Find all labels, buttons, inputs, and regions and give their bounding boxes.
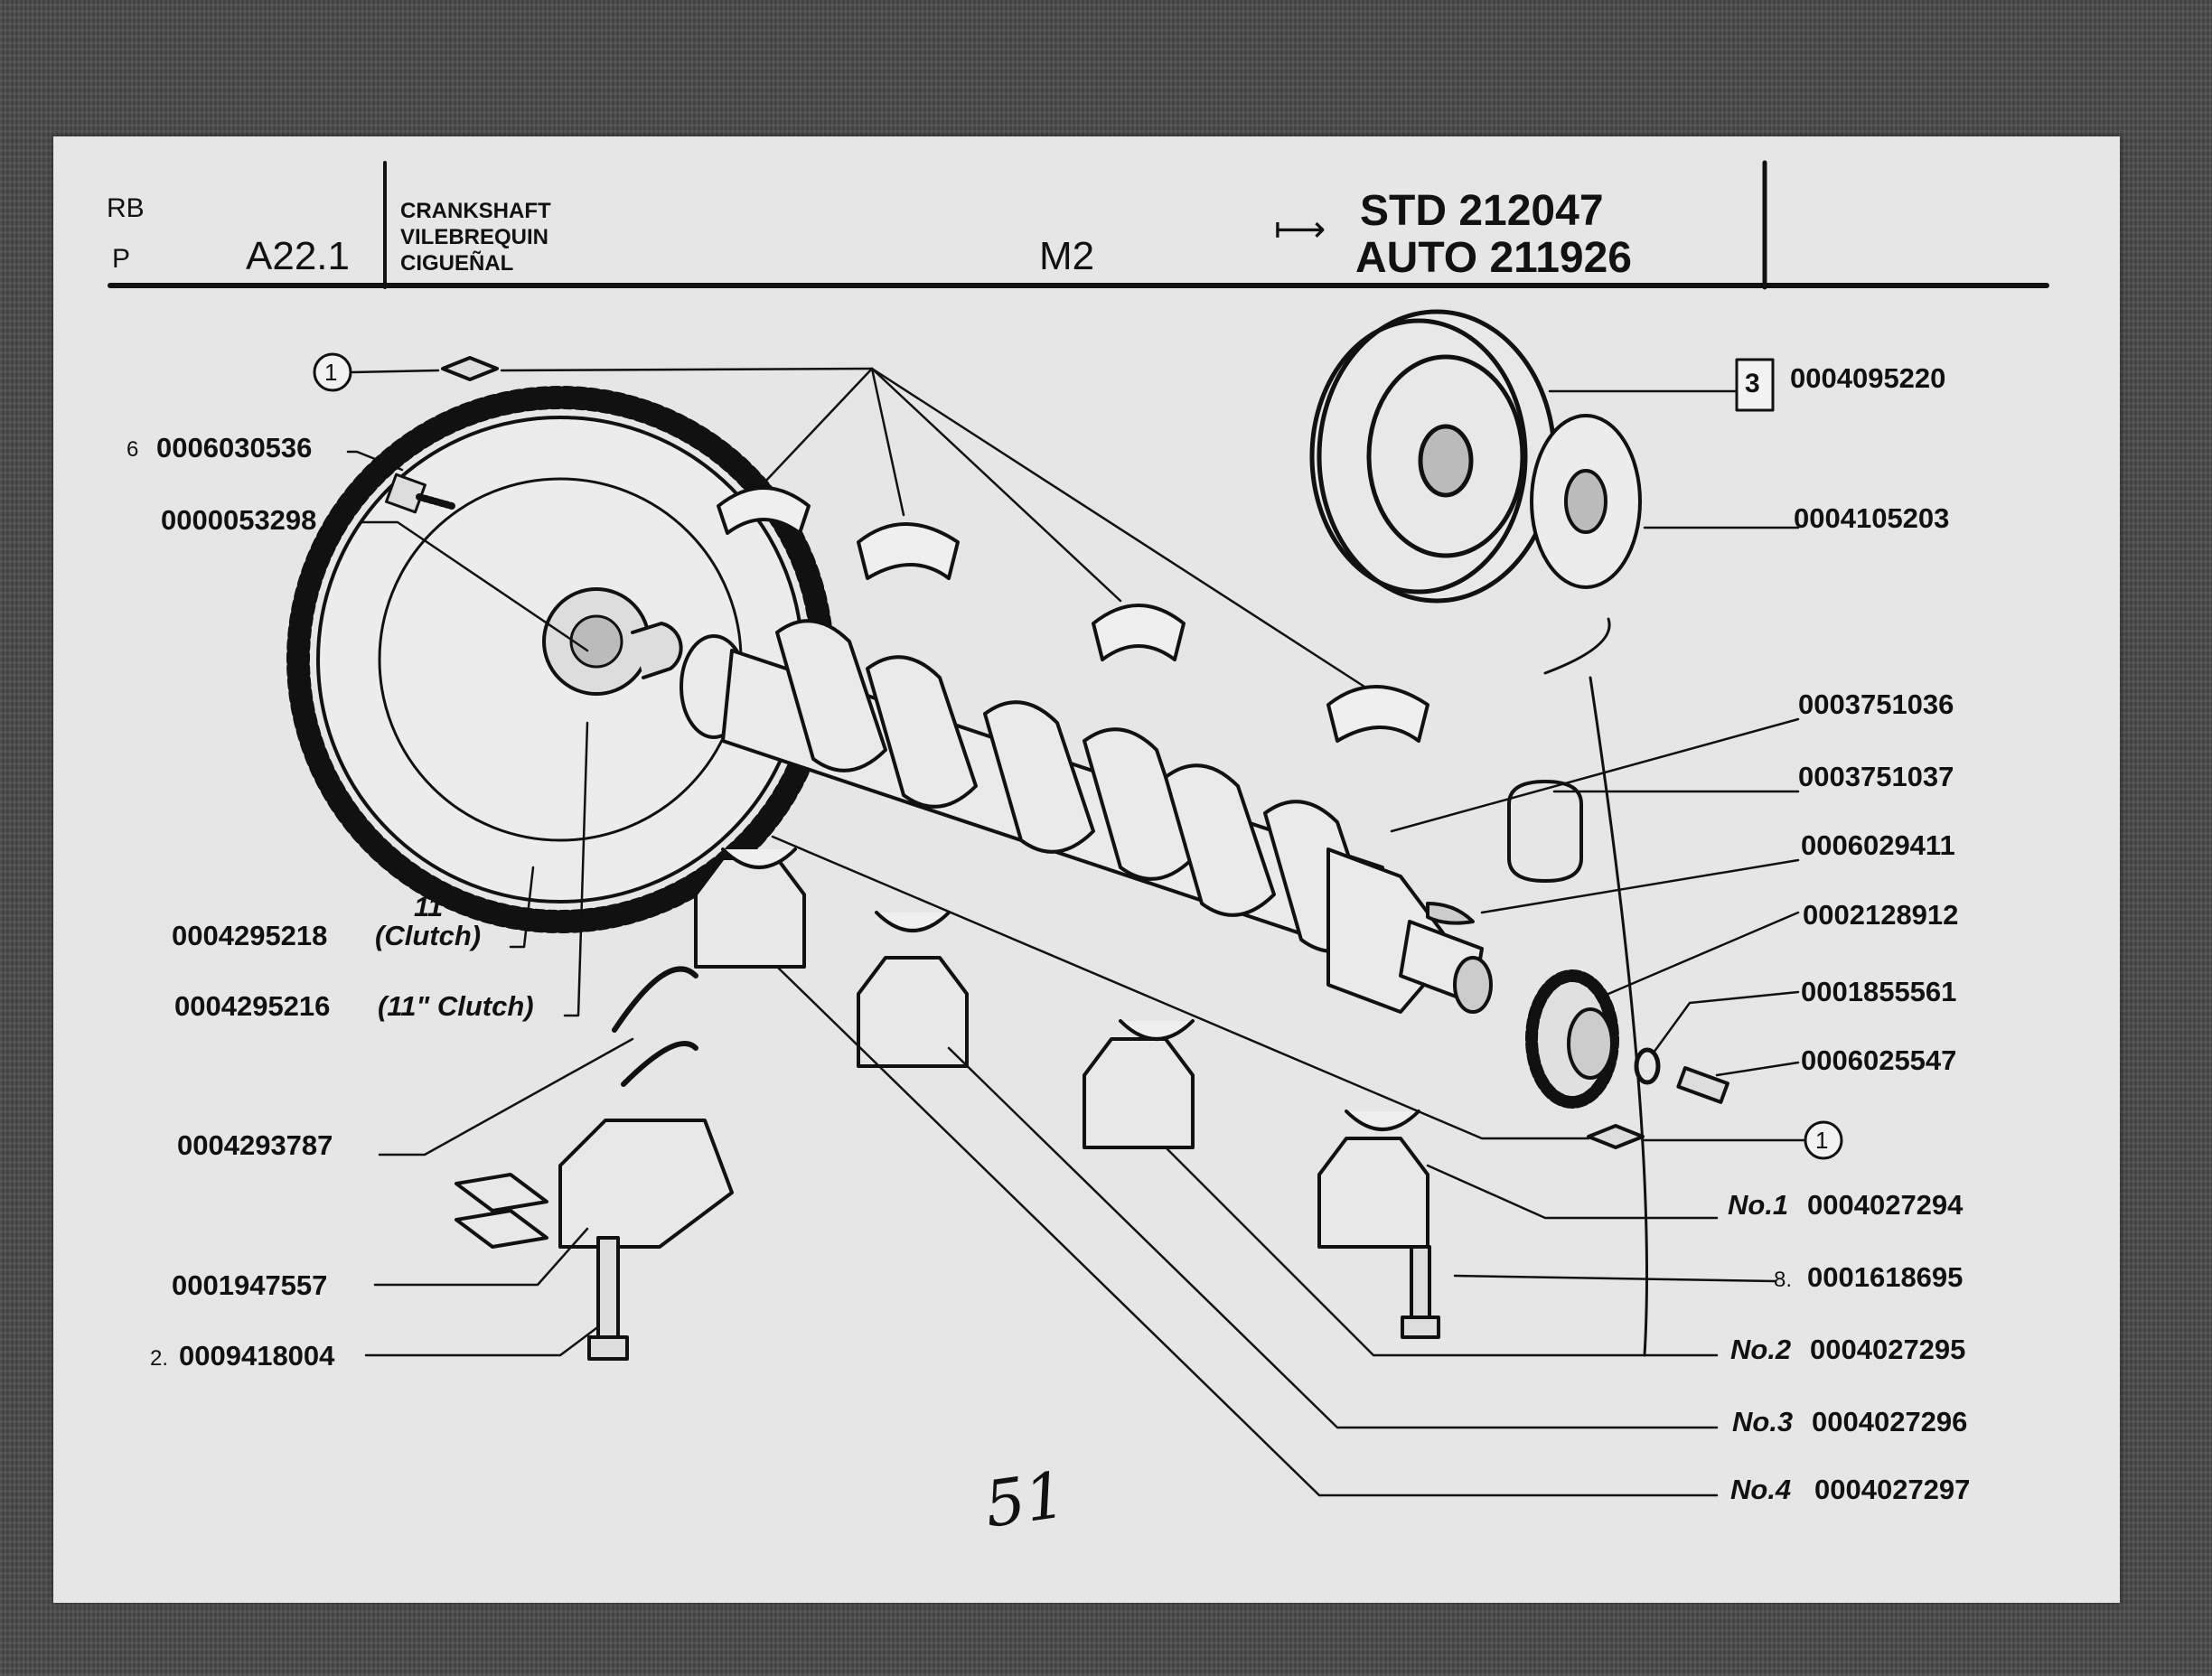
header-p: P bbox=[112, 244, 131, 274]
upper-bearing-shells bbox=[717, 486, 1429, 743]
washer bbox=[1634, 1047, 1661, 1085]
note-clutch: (Clutch) bbox=[375, 920, 482, 951]
part-0003751036: 0003751036 bbox=[1798, 688, 1954, 720]
part-0004027295: 0004027295 bbox=[1810, 1334, 1966, 1365]
name-fr: VILEBREQUIN bbox=[400, 225, 549, 249]
page-number: 51 bbox=[979, 1457, 1071, 1542]
spacer bbox=[1507, 780, 1583, 883]
part-0006029411: 0006029411 bbox=[1801, 829, 1955, 861]
lower-bearing-shells bbox=[721, 847, 1420, 1131]
part-0001855561: 0001855561 bbox=[1801, 976, 1957, 1007]
qty-2: 2. bbox=[150, 1346, 169, 1371]
part-0004095220: 0004095220 bbox=[1790, 362, 1946, 394]
flywheel-bolt bbox=[385, 473, 455, 514]
part-0004295218: 0004295218 bbox=[172, 920, 328, 951]
crankshaft bbox=[680, 619, 1493, 1014]
model-code: M2 bbox=[1039, 234, 1095, 278]
std-serial: STD 212047 bbox=[1360, 187, 1604, 235]
pulley-hub-plate bbox=[1530, 414, 1642, 589]
label-no4: No.4 bbox=[1730, 1474, 1792, 1505]
label-no2: No.2 bbox=[1730, 1334, 1792, 1365]
clutch-size-label: 11" bbox=[414, 891, 456, 922]
main-bearing-caps bbox=[558, 857, 1429, 1249]
woodruff-key bbox=[1426, 902, 1475, 925]
part-0004295216: 0004295216 bbox=[174, 990, 331, 1022]
key-bottom bbox=[1587, 1124, 1645, 1149]
thrust-washers bbox=[612, 966, 698, 1087]
arrow-icon: ⟼ bbox=[1274, 210, 1326, 249]
callout-1-top: 1 bbox=[324, 359, 338, 386]
header-rb: RB bbox=[107, 193, 145, 223]
part-0004027294: 0004027294 bbox=[1807, 1189, 1964, 1221]
cap-bolts bbox=[587, 1066, 1729, 1361]
name-en: CRANKSHAFT bbox=[400, 199, 551, 223]
crankshaft-pulley bbox=[1309, 309, 1557, 604]
note-11-clutch: (11" Clutch) bbox=[378, 990, 534, 1022]
label-no3: No.3 bbox=[1732, 1406, 1794, 1437]
part-0004027296: 0004027296 bbox=[1812, 1406, 1968, 1437]
auto-serial: AUTO 211926 bbox=[1355, 234, 1632, 282]
part-0006025547: 0006025547 bbox=[1801, 1044, 1957, 1076]
part-0003751037: 0003751037 bbox=[1798, 761, 1954, 792]
part-0004027297: 0004027297 bbox=[1814, 1474, 1971, 1505]
part-0004293787: 0004293787 bbox=[177, 1129, 333, 1161]
group-code: A22.1 bbox=[246, 234, 350, 278]
part-0002128912: 0002128912 bbox=[1803, 899, 1959, 931]
part-0006030536: 0006030536 bbox=[156, 432, 313, 463]
flywheel bbox=[286, 386, 834, 933]
part-0009418004: 0009418004 bbox=[179, 1340, 335, 1372]
callout-3: 3 bbox=[1745, 369, 1760, 398]
label-no1: No.1 bbox=[1728, 1189, 1789, 1221]
part-0000053298: 0000053298 bbox=[161, 504, 317, 536]
part-0004105203: 0004105203 bbox=[1794, 502, 1950, 534]
name-es: CIGUEÑAL bbox=[400, 251, 514, 276]
key-top bbox=[441, 356, 499, 381]
part-0001947557: 0001947557 bbox=[172, 1269, 328, 1301]
callout-1-bottom: 1 bbox=[1815, 1127, 1829, 1154]
tab-washers bbox=[455, 1173, 548, 1249]
timing-sprocket bbox=[1525, 969, 1619, 1109]
qty-6: 6 bbox=[127, 437, 139, 462]
qty-8: 8. bbox=[1774, 1268, 1793, 1292]
part-0001618695: 0001618695 bbox=[1807, 1261, 1964, 1293]
